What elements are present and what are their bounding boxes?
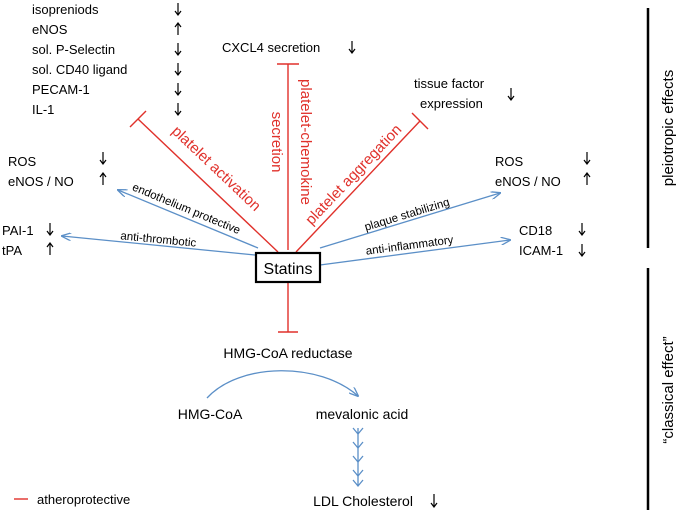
chemokine-label-line1: platelet-chemokine bbox=[297, 79, 314, 205]
hmg-reductase-inhibitor bbox=[278, 282, 298, 333]
top-left-item-6: IL-1 bbox=[32, 102, 54, 117]
top-left-list: isopreniods eNOS sol. P-Selectin sol. CD… bbox=[32, 2, 182, 117]
down-arrow-icon bbox=[578, 244, 586, 257]
anti-thrombotic-label: anti-thrombotic bbox=[120, 230, 197, 249]
tissue-factor-line2: expression bbox=[420, 96, 483, 111]
right-ros-label: ROS bbox=[495, 154, 524, 169]
ldl-cholesterol-label: LDL Cholesterol bbox=[313, 493, 413, 509]
down-arrow-icon bbox=[430, 494, 438, 508]
anti-inflammatory-arrow bbox=[319, 240, 510, 266]
up-arrow-icon bbox=[583, 172, 591, 185]
up-arrow-icon bbox=[99, 172, 107, 185]
chemokine-secretion-inhibitor bbox=[277, 63, 299, 250]
endothelium-arrow bbox=[118, 190, 259, 249]
top-left-item-4: sol. CD40 ligand bbox=[32, 62, 127, 77]
up-arrow-icon bbox=[46, 242, 54, 255]
down-arrow-icon bbox=[174, 103, 182, 116]
tpa-label: tPA bbox=[2, 243, 22, 258]
cd18-label: CD18 bbox=[519, 223, 552, 238]
top-left-item-3: sol. P-Selectin bbox=[32, 42, 115, 57]
icam1-label: ICAM-1 bbox=[519, 243, 563, 258]
multi-step-arrow bbox=[352, 427, 364, 488]
left-enos-label: eNOS / NO bbox=[8, 174, 74, 189]
platelet-aggregation-label: platelet aggregation bbox=[302, 121, 405, 228]
down-arrow-icon bbox=[174, 3, 182, 16]
down-arrow-icon bbox=[578, 223, 586, 236]
chemokine-label-line2: secretion bbox=[268, 112, 285, 173]
endothelium-label: endothelium protective bbox=[130, 182, 242, 237]
plaque-arrow bbox=[319, 193, 500, 249]
mevalonic-acid-label: mevalonic acid bbox=[316, 406, 409, 422]
cxcl4-label: CXCL4 secretion bbox=[222, 40, 320, 55]
top-left-item-1: isopreniods bbox=[32, 2, 99, 17]
pleiotropic-effects-label: pleiotropic effects bbox=[660, 70, 677, 186]
right-enos-label: eNOS / NO bbox=[495, 174, 561, 189]
down-arrow-icon bbox=[99, 152, 107, 165]
classical-effect-label: “classical effect” bbox=[660, 336, 677, 443]
hmg-coa-label: HMG-CoA bbox=[178, 406, 243, 422]
left-ros-label: ROS bbox=[8, 154, 37, 169]
top-left-item-5: PECAM-1 bbox=[32, 82, 90, 97]
down-arrow-icon bbox=[507, 88, 515, 101]
plaque-label: plaque stabilizing bbox=[363, 196, 451, 233]
up-arrow-icon bbox=[174, 22, 182, 35]
tissue-factor-line1: tissue factor bbox=[414, 76, 485, 91]
hmg-coa-reductase-label: HMG-CoA reductase bbox=[223, 345, 352, 361]
legend: atheroprotective bbox=[14, 492, 130, 507]
conversion-arrow bbox=[206, 370, 358, 399]
platelet-aggregation-inhibitor bbox=[295, 112, 429, 253]
legend-label: atheroprotective bbox=[37, 492, 130, 507]
down-arrow-icon bbox=[583, 152, 591, 165]
anti-inflammatory-label: anti-inflammatory bbox=[365, 234, 454, 257]
down-arrow-icon bbox=[174, 43, 182, 56]
down-arrow-icon bbox=[348, 41, 356, 54]
top-left-item-2: eNOS bbox=[32, 22, 68, 37]
statins-box: Statins bbox=[254, 251, 322, 284]
platelet-activation-inhibitor bbox=[129, 110, 279, 253]
down-arrow-icon bbox=[46, 223, 54, 236]
statins-label: Statins bbox=[264, 261, 313, 278]
down-arrow-icon bbox=[174, 63, 182, 76]
down-arrow-icon bbox=[174, 83, 182, 96]
pai1-label: PAI-1 bbox=[2, 223, 34, 238]
anti-thrombotic-arrow bbox=[62, 236, 256, 256]
